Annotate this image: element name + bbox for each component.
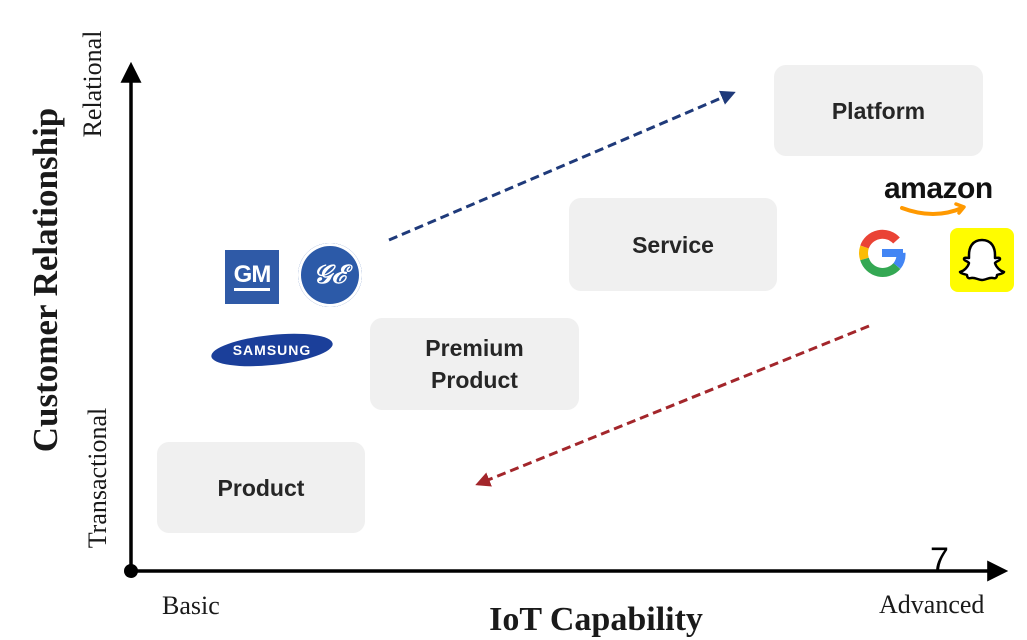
amazon-logo: amazon bbox=[884, 172, 1000, 218]
axis-origin-dot bbox=[124, 564, 138, 578]
growth-arrow bbox=[388, 90, 736, 242]
samsung-logo: SAMSUNG bbox=[210, 330, 334, 370]
samsung-logo-shape: SAMSUNG bbox=[211, 333, 333, 367]
amazon-logo-text: amazon bbox=[884, 172, 993, 205]
box-service-label: Service bbox=[632, 231, 714, 258]
x-axis-low-label: Basic bbox=[162, 591, 220, 620]
box-platform-label: Platform bbox=[831, 97, 926, 124]
x-axis-title: IoT Capability bbox=[489, 601, 703, 638]
box-platform: Platform bbox=[774, 65, 983, 156]
box-product: Product bbox=[157, 442, 365, 533]
y-axis-high-label: Relational bbox=[78, 30, 107, 138]
ge-logo: 𝒢ℰ bbox=[298, 243, 362, 307]
svg-text:SAMSUNG: SAMSUNG bbox=[233, 342, 312, 358]
gm-logo-text: GM bbox=[233, 263, 271, 291]
x-axis-high-label: Advanced bbox=[879, 590, 985, 619]
slide-number: 7 bbox=[930, 541, 949, 579]
box-premium-line2: Product bbox=[431, 367, 518, 393]
snapchat-ghost-icon bbox=[950, 228, 1014, 292]
google-logo-icon bbox=[854, 225, 910, 281]
box-premium-product: Premium Product bbox=[370, 318, 579, 410]
commoditization-arrow bbox=[475, 324, 870, 487]
ge-logo-mark: 𝒢ℰ bbox=[313, 259, 347, 290]
box-service: Service bbox=[569, 198, 777, 291]
amazon-smile-icon bbox=[900, 202, 966, 216]
gm-logo: GM bbox=[225, 250, 279, 304]
box-product-label: Product bbox=[217, 474, 305, 501]
y-axis-title: Customer Relationship bbox=[26, 107, 65, 453]
y-axis-low-label: Transactional bbox=[83, 407, 112, 549]
box-premium-line1: Premium bbox=[425, 335, 524, 361]
